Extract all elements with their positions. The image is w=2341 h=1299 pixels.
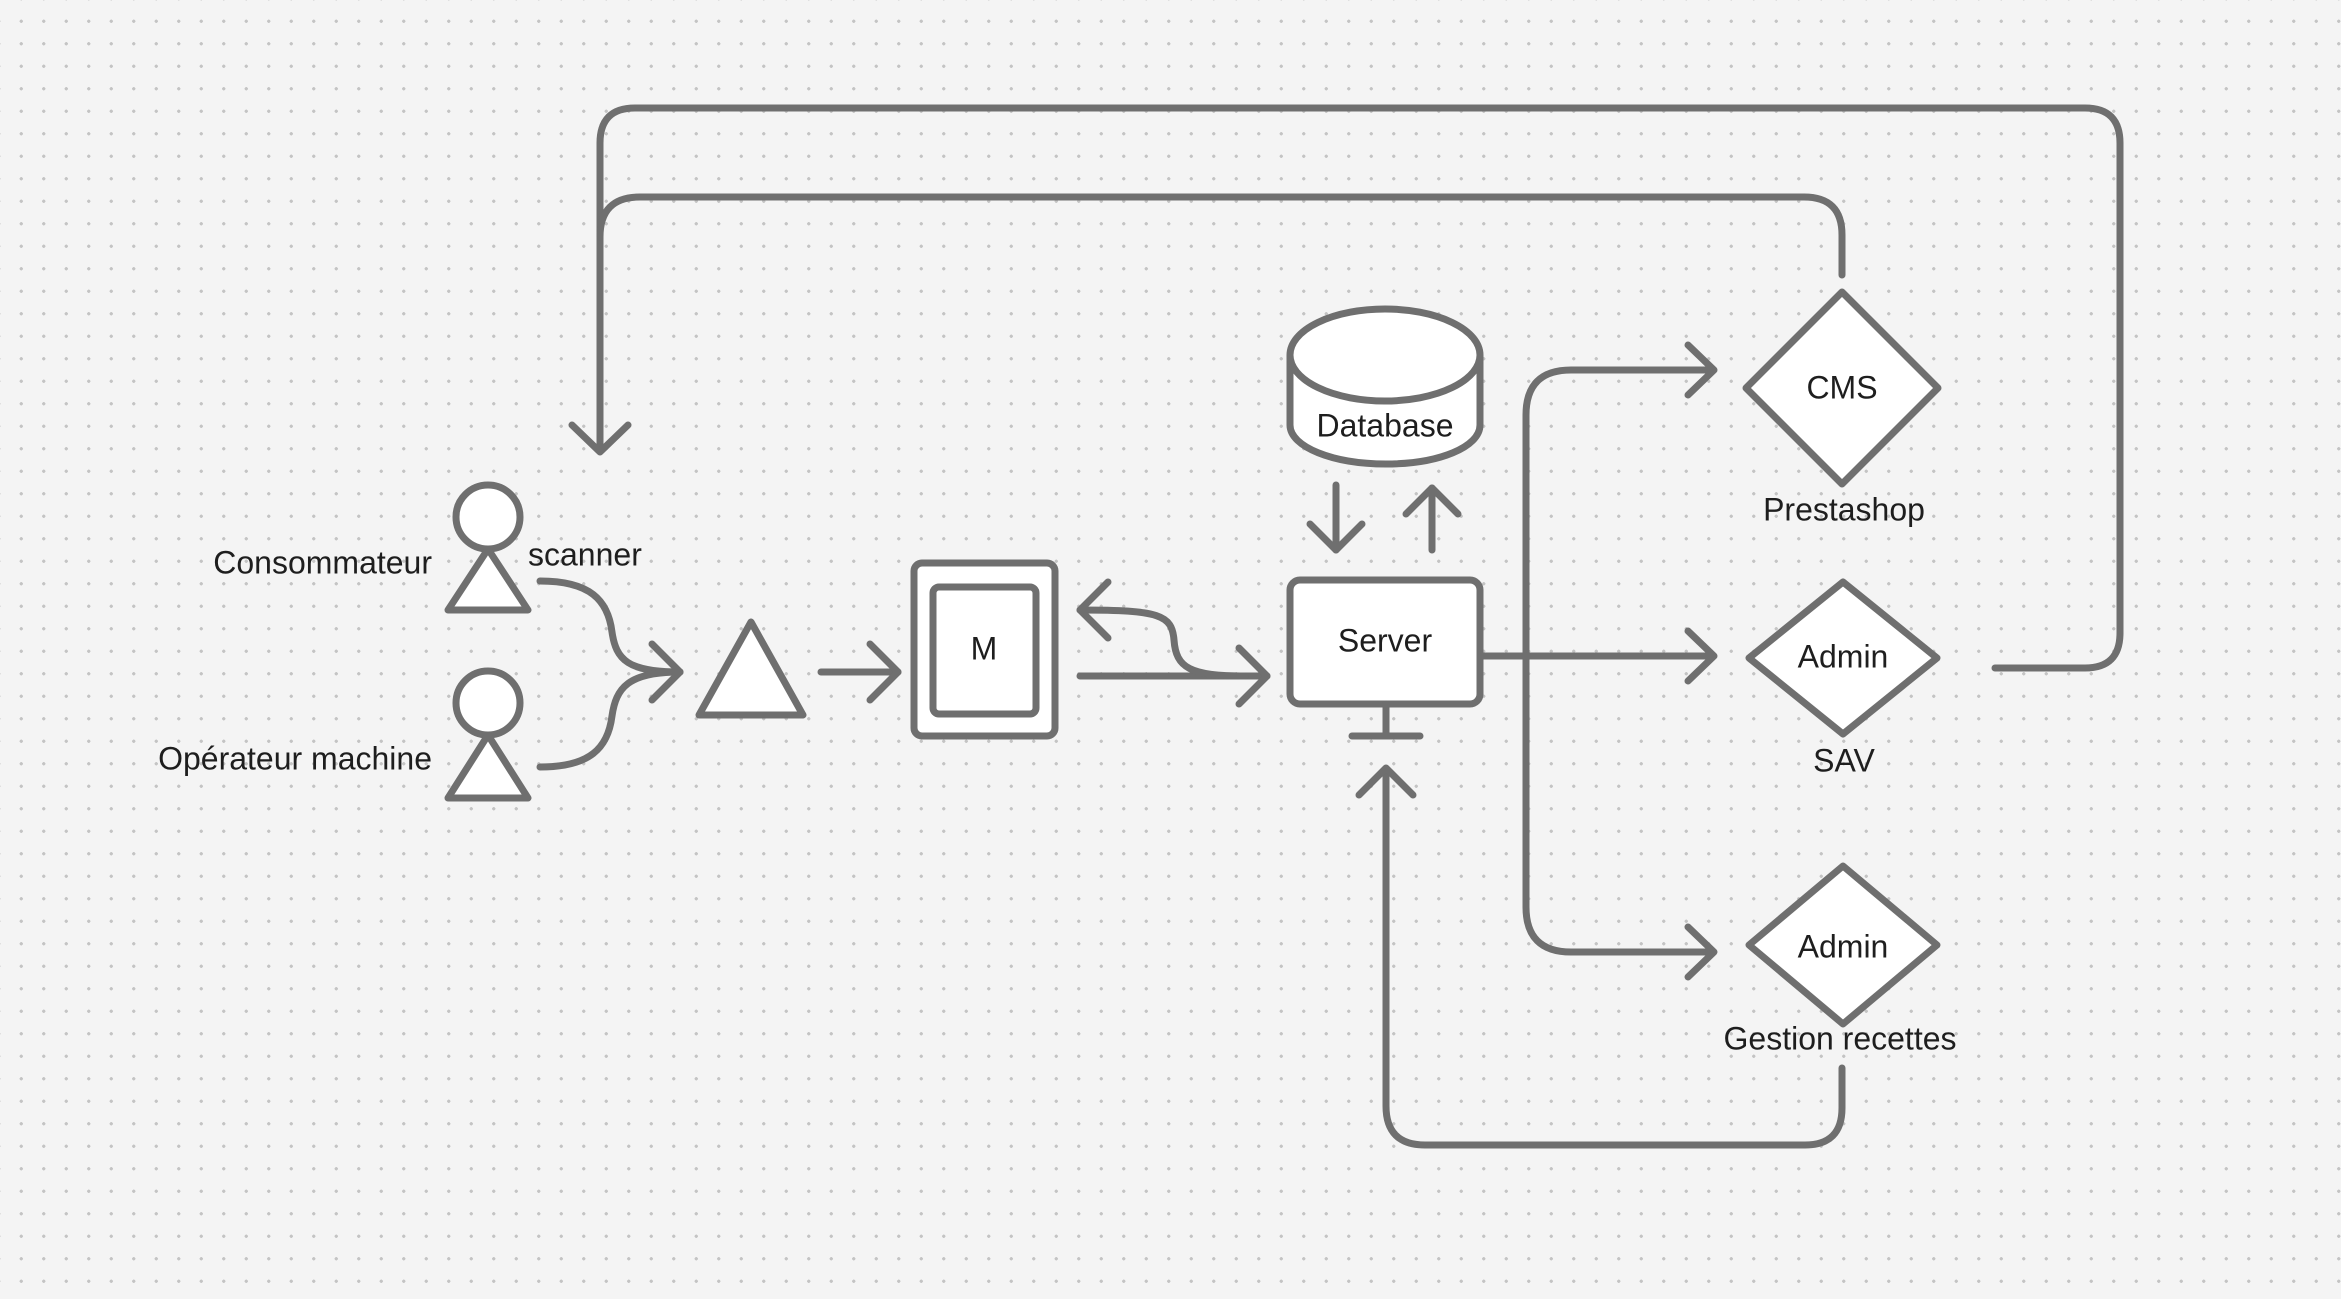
actor-body — [444, 545, 532, 614]
admin-recipes-diamond — [1745, 862, 1941, 1028]
arrowhead-into-cms — [1684, 341, 1718, 399]
actor-consumer — [444, 481, 532, 614]
connector-server-to-recipes — [1522, 652, 1716, 956]
arrowhead-into-machine-return — [1076, 578, 1112, 642]
arrowhead-down-server — [1306, 520, 1366, 554]
actor-body — [444, 731, 532, 802]
admin-sav-label: Admin — [1798, 638, 1889, 674]
database-node: Database — [1286, 305, 1484, 468]
connector-consumer-merge — [536, 577, 684, 676]
machine-inner-frame — [929, 583, 1040, 718]
actor-head — [452, 667, 524, 739]
server-stand — [1348, 700, 1424, 740]
actor-head — [452, 481, 524, 553]
connector-recipes-to-server — [1382, 766, 1846, 1149]
connector-cms-to-scanner — [596, 193, 1846, 279]
arrowhead-up-db — [1402, 484, 1462, 518]
server-node: Server — [1286, 576, 1484, 740]
admin-sav-diamond — [1745, 578, 1941, 738]
operator-label: Opérateur machine — [158, 740, 432, 776]
cms-caption: Prestashop — [1763, 491, 1925, 527]
arrowhead-into-sav — [1684, 627, 1718, 685]
arrowhead-into-machine — [866, 640, 902, 704]
triangle-node — [695, 618, 807, 719]
machine-label: M — [971, 630, 998, 666]
connector-operator-merge — [536, 668, 684, 771]
arrowhead-down-scanner — [568, 421, 632, 456]
arrowhead-into-triangle — [648, 640, 684, 704]
connector-server-to-cms — [1476, 366, 1716, 660]
arrowhead-into-server — [1235, 644, 1271, 708]
admin-sav-node: Admin — [1745, 578, 1941, 738]
scanner-label: scanner — [528, 536, 642, 572]
admin-recipes-node: Admin — [1745, 862, 1941, 1028]
cms-node: CMS — [1742, 288, 1942, 488]
connector-server-to-machine — [1076, 606, 1249, 680]
database-label: Database — [1317, 407, 1454, 443]
cms-label: CMS — [1806, 369, 1877, 405]
admin-sav-caption: SAV — [1813, 742, 1875, 778]
consumer-label: Consommateur — [213, 544, 432, 580]
connector-sav-to-scanner — [596, 104, 2124, 672]
arrowhead-up-server — [1355, 764, 1417, 799]
server-label: Server — [1338, 622, 1433, 658]
admin-recipes-caption: Gestion recettes — [1724, 1020, 1957, 1056]
actor-operator — [444, 667, 532, 802]
cms-diamond — [1742, 288, 1942, 488]
database-top — [1286, 305, 1484, 405]
machine-node: M — [910, 559, 1059, 740]
arrowhead-into-recipes — [1684, 923, 1718, 981]
admin-recipes-label: Admin — [1798, 928, 1889, 964]
